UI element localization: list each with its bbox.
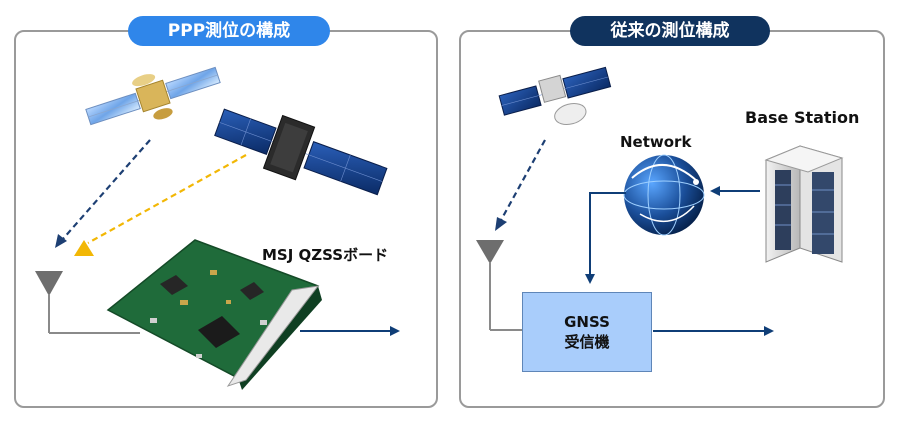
network-globe-icon <box>623 154 705 236</box>
signal-arrowhead-blue <box>495 217 507 231</box>
signal-arrowhead-yellow <box>74 240 94 256</box>
antenna-icon <box>476 240 522 331</box>
ppp-title: PPP測位の構成 <box>128 16 330 46</box>
signal-arrowhead-blue <box>55 234 67 248</box>
satellite-icon <box>214 108 388 196</box>
signal-line-yellow <box>87 154 247 244</box>
satellite-icon <box>498 66 612 126</box>
satellite-icon <box>85 66 221 126</box>
receiver-label-line1: GNSS <box>564 313 610 331</box>
receiver-label-line2: 受信機 <box>564 333 610 351</box>
base-station-label: Base Station <box>745 108 860 127</box>
server-rack-icon <box>764 145 844 263</box>
board-label: MSJ QZSSボード <box>262 246 389 264</box>
signal-line-blue <box>499 139 546 223</box>
circuit-board-icon <box>106 239 322 390</box>
network-label: Network <box>620 133 692 151</box>
gnss-receiver-box: GNSS 受信機 <box>522 292 652 372</box>
signal-line-blue <box>61 139 151 241</box>
conventional-title: 従来の測位構成 <box>570 16 770 46</box>
antenna-icon <box>35 271 140 334</box>
network-to-receiver-arrow <box>585 192 626 284</box>
